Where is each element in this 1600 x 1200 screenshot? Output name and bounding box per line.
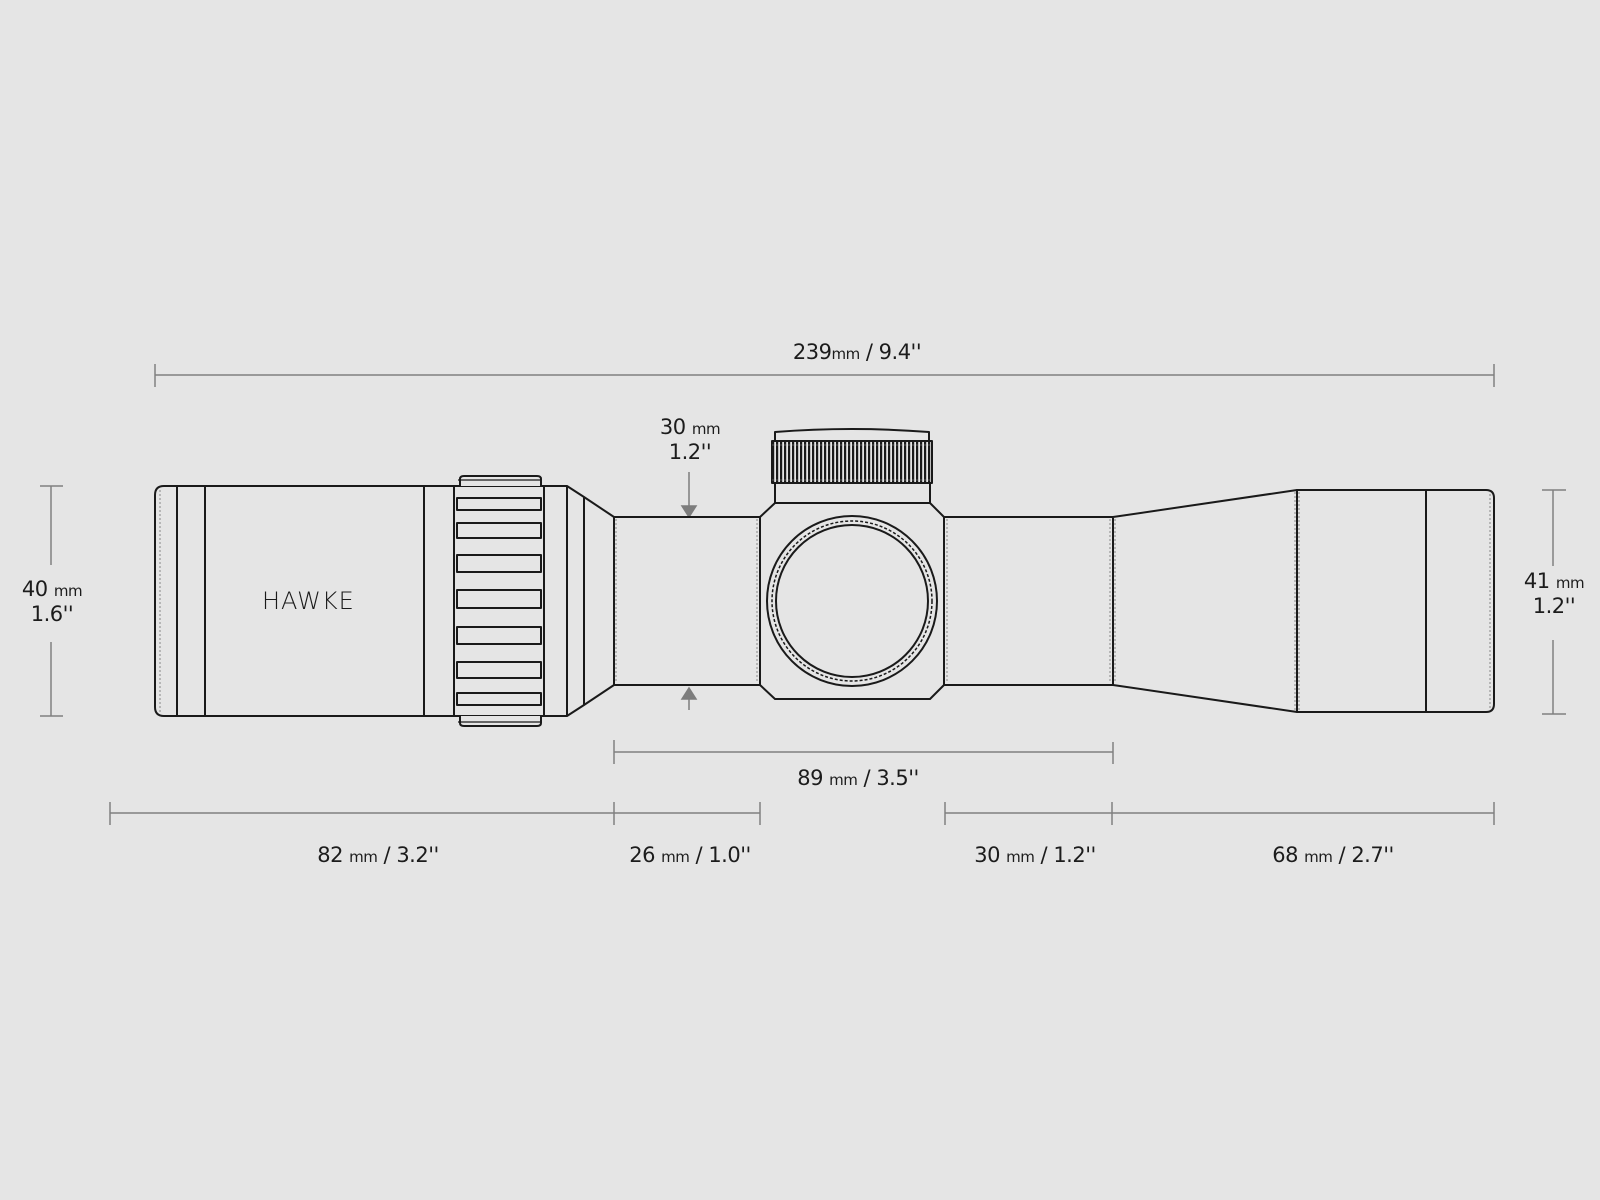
segment-3-value: 30 xyxy=(974,843,1000,867)
tube-diameter-unit: mm xyxy=(691,420,721,438)
magnification-ring xyxy=(453,475,545,727)
segment-2-value: 26 xyxy=(629,843,655,867)
main-tube-rear xyxy=(613,516,761,686)
eyepiece-diameter-unit: mm xyxy=(1555,574,1585,592)
scope-body xyxy=(154,428,1495,727)
main-tube-front xyxy=(943,516,1114,686)
segment-1-value: 82 xyxy=(317,843,343,867)
segment-3-imperial: 1.2'' xyxy=(1053,843,1096,867)
eyepiece-diameter-imperial: 1.2'' xyxy=(1532,594,1576,618)
ocular-taper xyxy=(543,485,615,717)
overall-length-dimension-line xyxy=(154,364,1495,387)
objective-diameter-label: 40 mm 1.6'' xyxy=(21,577,83,626)
segment-1-imperial: 3.2'' xyxy=(396,843,439,867)
segment-3-unit: mm xyxy=(1006,848,1035,866)
objective-diameter-imperial: 1.6'' xyxy=(30,602,74,626)
objective-housing xyxy=(1296,489,1495,713)
eyepiece-diameter-value: 41 xyxy=(1523,569,1550,593)
segment-1-separator: / xyxy=(377,843,397,867)
dimension-lines xyxy=(40,364,1566,825)
segment-4-unit: mm xyxy=(1304,848,1333,866)
segment-4-imperial: 2.7'' xyxy=(1351,843,1394,867)
eyepiece-diameter-label: 41 mm 1.2'' xyxy=(1523,569,1585,618)
tube-diameter-label: 30 mm 1.2'' xyxy=(659,415,721,464)
segment-label-1: 82 mm / 3.2'' xyxy=(317,843,439,869)
tube-diameter-imperial: 1.2'' xyxy=(668,440,712,464)
mounting-length-label: 89 mm / 3.5'' xyxy=(797,766,919,792)
segment-4-separator: / xyxy=(1332,843,1352,867)
tube-diameter-arrows xyxy=(680,472,698,710)
segment-dimension-lines xyxy=(109,802,1495,825)
mounting-length-separator: / xyxy=(857,766,877,790)
eyepiece-diameter-dimension-line xyxy=(1542,489,1566,715)
overall-length-imperial: 9.4'' xyxy=(878,340,922,364)
overall-length-unit: mm xyxy=(831,345,860,363)
mounting-length-imperial: 3.5'' xyxy=(876,766,919,790)
mounting-length-value: 89 xyxy=(797,766,823,790)
overall-length-separator: / xyxy=(859,340,879,364)
segment-2-imperial: 1.0'' xyxy=(708,843,751,867)
segment-3-separator: / xyxy=(1034,843,1054,867)
segment-2-separator: / xyxy=(689,843,709,867)
segment-label-4: 68 mm / 2.7'' xyxy=(1272,843,1394,869)
turret-saddle xyxy=(759,502,945,700)
segment-2-unit: mm xyxy=(661,848,690,866)
segment-label-3: 30 mm / 1.2'' xyxy=(974,843,1096,869)
mounting-length-unit: mm xyxy=(829,771,858,789)
objective-diameter-value: 40 xyxy=(21,577,48,601)
tube-diameter-value: 30 xyxy=(659,415,686,439)
hawke-logo: HAWKE xyxy=(262,587,355,615)
objective-diameter-dimension-line xyxy=(40,485,63,717)
segment-1-unit: mm xyxy=(349,848,378,866)
objective-bell xyxy=(1112,489,1298,713)
overall-length-label: 239mm / 9.4'' xyxy=(792,340,922,366)
segment-4-value: 68 xyxy=(1272,843,1298,867)
objective-diameter-unit: mm xyxy=(53,582,83,600)
segment-label-2: 26 mm / 1.0'' xyxy=(629,843,751,869)
overall-length-value: 239 xyxy=(792,340,832,364)
mounting-length-dimension-line xyxy=(613,740,1114,764)
ocular-housing xyxy=(154,485,455,717)
